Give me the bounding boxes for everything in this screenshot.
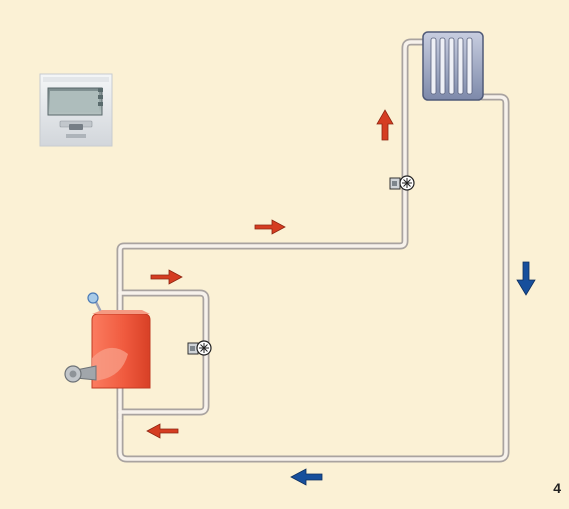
cold-flow-arrow-icon [516, 261, 536, 296]
cold-flow-arrow-icon [290, 468, 323, 486]
hot-return-arrow-icon [146, 423, 179, 439]
pump-icon [187, 340, 212, 356]
hot-flow-arrow-icon [150, 269, 183, 285]
boiler [87, 292, 151, 389]
radiator [422, 31, 484, 101]
hot-flow-arrow-icon [254, 219, 286, 235]
page-number: 4 [553, 480, 561, 496]
burner [64, 365, 97, 383]
hot-flow-arrow-icon [376, 109, 394, 141]
pipe-network [116, 38, 510, 463]
room-thermostat [39, 73, 113, 147]
pump-icon [389, 175, 415, 191]
